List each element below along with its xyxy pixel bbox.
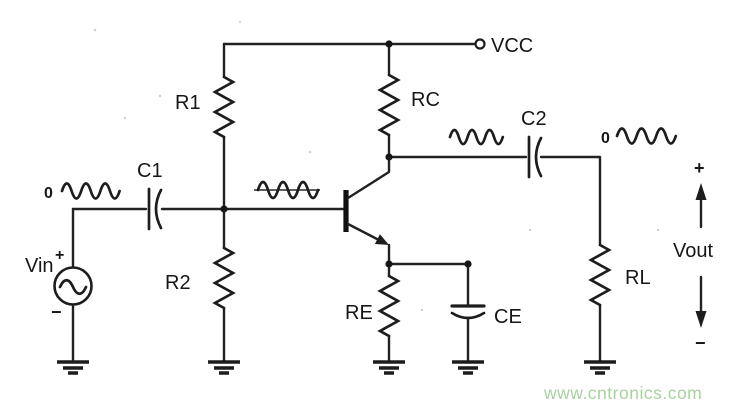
- transistor-collector: [346, 155, 391, 200]
- watermark: www.cntronics.com: [543, 383, 702, 403]
- ground-symbol-re: [373, 360, 405, 375]
- capacitor-curved-plate: [154, 188, 163, 230]
- resistor-zigzag: [212, 75, 236, 139]
- c2-label: C2: [521, 108, 547, 130]
- wires: [71, 42, 602, 364]
- ground-icon: [57, 360, 89, 375]
- junction-dot: [464, 260, 472, 268]
- junction-dot: [385, 153, 393, 161]
- resistor-rc: RC: [377, 73, 440, 137]
- output-signal-wave: 0: [601, 127, 678, 147]
- vout-plus-sign: +: [694, 158, 705, 178]
- base-signal-wave: [254, 180, 320, 200]
- sine-icon: [58, 278, 88, 296]
- arrow-up-icon: [695, 183, 707, 200]
- ground-symbol-vin: [57, 360, 89, 375]
- junction-dots: [220, 40, 472, 268]
- ground-symbol-r2: [208, 360, 240, 375]
- junction-dot: [385, 260, 393, 268]
- resistor-r1: R1: [175, 75, 236, 139]
- junction-dot: [385, 40, 393, 48]
- rc-label: RC: [411, 89, 440, 111]
- resistor-zigzag: [377, 73, 401, 137]
- resistor-rl: RL: [588, 243, 651, 307]
- ac-source-vin: Vin + −: [25, 247, 93, 322]
- resistor-zigzag: [588, 243, 612, 307]
- vcc-terminal: VCC: [474, 35, 533, 57]
- transistor-q1: [343, 155, 391, 266]
- ce-label: CE: [494, 306, 522, 328]
- capacitor-curved-plate: [450, 311, 486, 320]
- ground-icon: [208, 360, 240, 375]
- ground-symbol-ce: [452, 360, 484, 375]
- vcc-node-icon: [474, 38, 486, 50]
- ground-icon: [373, 360, 405, 375]
- resistor-re: RE: [345, 274, 401, 338]
- vcc-label: VCC: [491, 35, 533, 57]
- vout-annotation: + Vout −: [673, 158, 713, 353]
- sine-wave-icon: [448, 128, 505, 146]
- sine-wave-icon: [256, 180, 320, 200]
- rl-label: RL: [625, 267, 651, 289]
- capacitor-ce: CE: [450, 304, 522, 328]
- collector-signal-wave: [448, 128, 505, 146]
- output-wave-zero: 0: [601, 130, 610, 147]
- ground-icon: [452, 360, 484, 375]
- capacitor-c2: C2: [521, 108, 547, 179]
- ac-source-circle: [53, 266, 93, 306]
- capacitor-c1: C1: [137, 160, 163, 231]
- paper-noise: [93, 20, 660, 312]
- wire-c2-to-rl: [539, 155, 602, 247]
- arrow-down-icon: [695, 311, 707, 328]
- resistor-zigzag: [212, 246, 236, 310]
- resistor-zigzag: [377, 274, 401, 338]
- ground-symbol-rl: [584, 360, 616, 375]
- c1-label: C1: [137, 160, 163, 182]
- r1-label: R1: [175, 92, 201, 114]
- vout-minus-sign: −: [695, 333, 706, 353]
- ground-icon: [584, 360, 616, 375]
- transistor-emitter: [346, 222, 379, 241]
- sine-wave-icon: [615, 127, 678, 145]
- emitter-arrow-icon: [374, 234, 389, 245]
- input-signal-wave: 0: [44, 182, 121, 202]
- sine-wave-icon: [60, 182, 121, 200]
- capacitor-curved-plate: [534, 136, 543, 178]
- junction-dot: [220, 205, 228, 213]
- r2-label: R2: [165, 272, 191, 294]
- input-wave-zero: 0: [44, 185, 53, 202]
- re-label: RE: [345, 302, 373, 324]
- vout-label: Vout: [673, 240, 713, 262]
- resistor-r2: R2: [165, 246, 236, 310]
- vin-plus-sign: +: [55, 247, 64, 264]
- vin-label: Vin: [25, 255, 54, 277]
- vin-minus-sign: −: [51, 302, 62, 322]
